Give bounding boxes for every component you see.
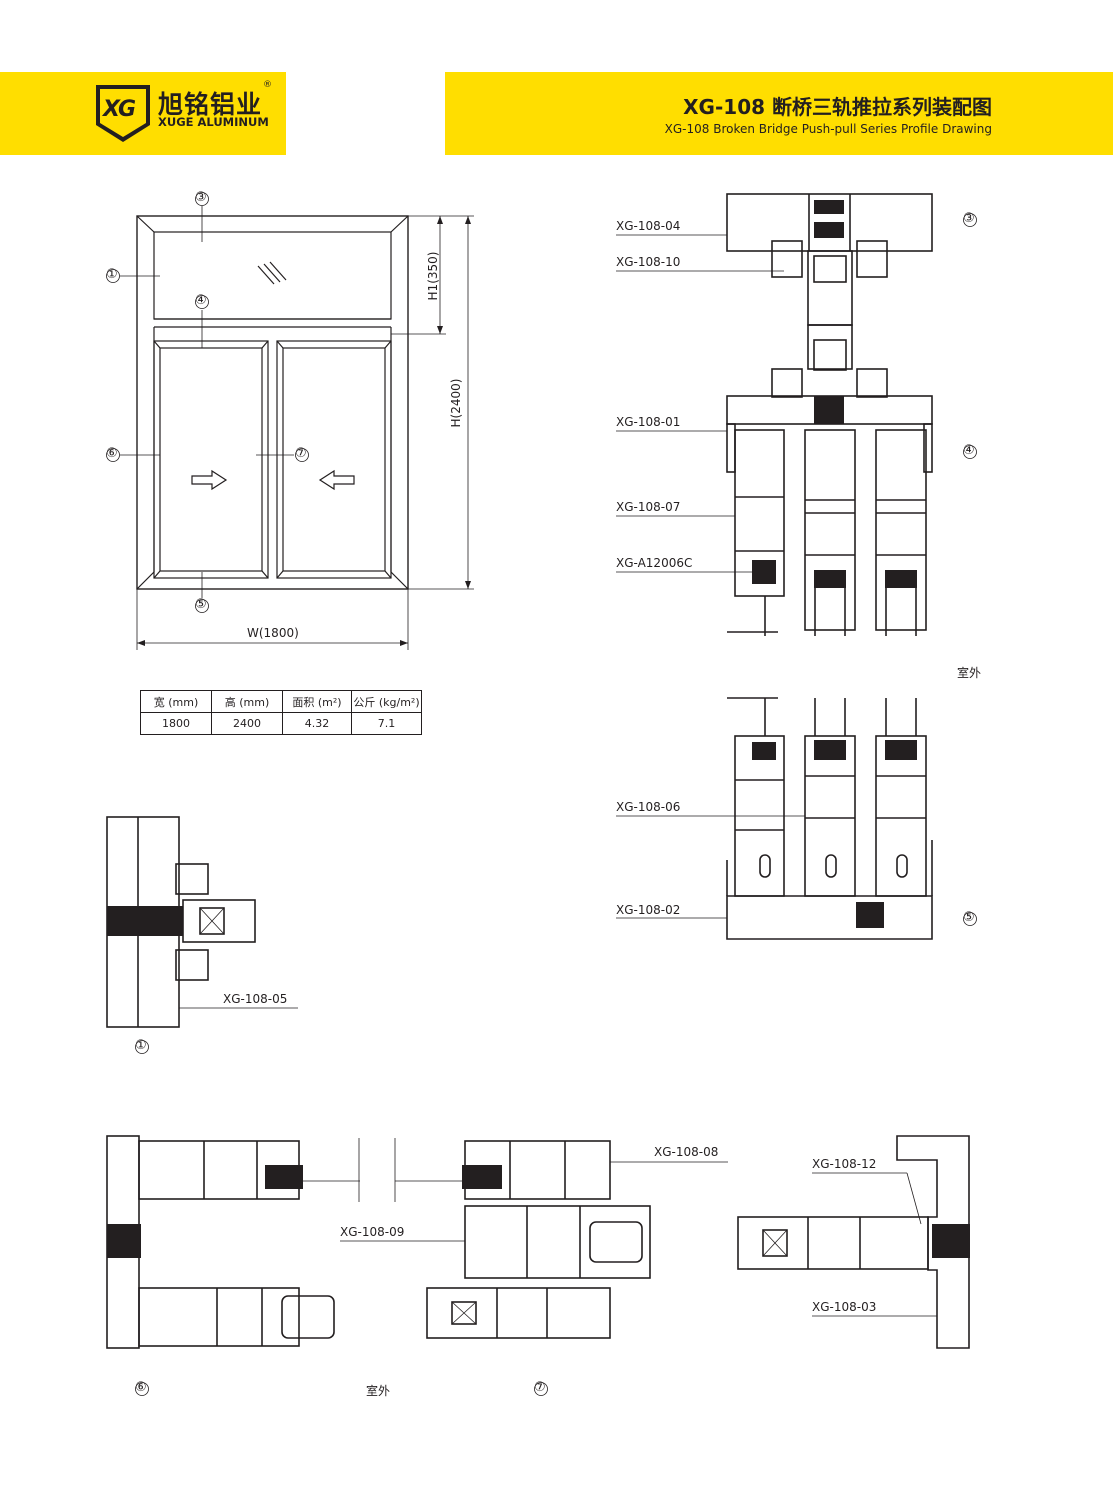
section-6-drawing [106, 1135, 396, 1349]
section-7-drawing [395, 1140, 651, 1339]
dim-h1-label: H1(350) [426, 251, 440, 301]
spec-value-width: 1800 [140, 712, 212, 735]
label-xg-108-08: XG-108-08 [654, 1145, 719, 1159]
section-callout-7: ⑦ [534, 1380, 546, 1395]
elev-callout-6: ⑥ [106, 446, 118, 461]
logo-letters: XG [103, 97, 136, 122]
section-1-drawing [106, 816, 256, 1028]
label-xg-a12006c: XG-A12006C [616, 556, 693, 570]
spec-value-weight: 7.1 [351, 712, 422, 735]
window-elevation [106, 192, 474, 650]
label-xg-108-10: XG-108-10 [616, 255, 681, 269]
spec-header-width: 宽 (mm) [140, 690, 212, 713]
spec-header-height: 高 (mm) [211, 690, 283, 713]
header-right-band [445, 72, 1113, 155]
elev-callout-7: ⑦ [295, 446, 307, 461]
label-xg-108-07: XG-108-07 [616, 500, 681, 514]
section-3-4-drawing [726, 193, 933, 636]
brand-name-cn: 旭铭铝业 [158, 90, 263, 119]
section-5-drawing [726, 697, 933, 940]
section-callout-4: ④ [963, 443, 975, 458]
spec-table-header-row: 宽 (mm) 高 (mm) 面积 (m²) 公斤 (kg/m²) [140, 690, 422, 713]
section-5-leaders [616, 815, 977, 926]
section-callout-1: ① [135, 1038, 147, 1053]
elev-callout-5: ⑤ [195, 597, 207, 612]
section-callout-6: ⑥ [135, 1380, 147, 1395]
section-6-7-leaders [135, 1161, 937, 1396]
spec-table: 宽 (mm) 高 (mm) 面积 (m²) 公斤 (kg/m²) 1800 24… [140, 690, 422, 735]
label-xg-108-01: XG-108-01 [616, 415, 681, 429]
label-xg-108-03: XG-108-03 [812, 1300, 877, 1314]
section-callout-5: ⑤ [963, 910, 975, 925]
page-title-cn: XG-108 断桥三轨推拉系列装配图 [683, 95, 992, 119]
spec-table-value-row: 1800 2400 4.32 7.1 [140, 712, 422, 735]
outdoor-label-bottom: 室外 [366, 1384, 391, 1398]
elev-callout-3: ③ [195, 190, 207, 205]
label-xg-108-04: XG-108-04 [616, 219, 681, 233]
section-3-4-leaders [616, 213, 977, 573]
dim-h-label: H(2400) [449, 378, 463, 428]
outdoor-label-top: 室外 [957, 666, 982, 680]
label-xg-108-09: XG-108-09 [340, 1225, 405, 1239]
section-12-03-drawing [737, 1135, 970, 1349]
spec-header-weight: 公斤 (kg/m²) [351, 690, 422, 713]
label-xg-108-06: XG-108-06 [616, 800, 681, 814]
spec-value-height: 2400 [211, 712, 283, 735]
page-title-en: XG-108 Broken Bridge Push-pull Series Pr… [664, 122, 992, 136]
label-xg-108-12: XG-108-12 [812, 1157, 877, 1171]
registered-mark: ® [263, 80, 272, 90]
brand-name-en: XUGE ALUMINUM [158, 115, 269, 129]
elev-callout-1: ① [106, 267, 118, 282]
spec-value-area: 4.32 [282, 712, 352, 735]
label-xg-108-05: XG-108-05 [223, 992, 288, 1006]
dim-w-label: W(1800) [247, 626, 299, 640]
spec-header-area: 面积 (m²) [282, 690, 352, 713]
section-callout-3: ③ [963, 211, 975, 226]
section-1-leaders [135, 1007, 298, 1054]
label-xg-108-02: XG-108-02 [616, 903, 681, 917]
elev-callout-4: ④ [195, 293, 207, 308]
